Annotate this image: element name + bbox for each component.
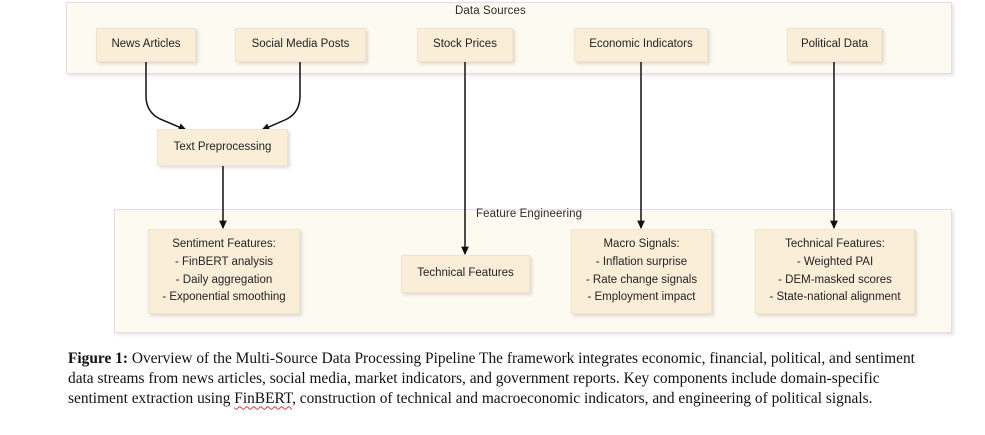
node-item: - Employment impact — [587, 291, 696, 304]
figure-caption-text-part2: , construction of technical and macroeco… — [292, 390, 873, 408]
node-sentiment-features[interactable]: Sentiment Features: - FinBERT analysis -… — [148, 229, 300, 314]
node-title: Technical Features: — [785, 237, 885, 250]
node-social-media-posts[interactable]: Social Media Posts — [235, 28, 366, 62]
node-label: Social Media Posts — [251, 38, 350, 51]
node-label: Economic Indicators — [589, 38, 693, 51]
node-label: Political Data — [800, 38, 869, 51]
node-label: Text Preprocessing — [173, 140, 272, 153]
figure-caption: Figure 1: Overview of the Multi-Source D… — [68, 349, 920, 410]
node-item: - Weighted PAI — [796, 255, 874, 268]
node-news-articles[interactable]: News Articles — [96, 28, 196, 62]
node-technical-features-right[interactable]: Technical Features: - Weighted PAI - DEM… — [755, 229, 915, 314]
panel-title-data-sources: Data Sources — [455, 5, 526, 17]
node-item: - DEM-masked scores — [778, 273, 892, 286]
node-item: - Inflation surprise — [595, 255, 688, 268]
node-label: Stock Prices — [433, 38, 497, 51]
node-economic-indicators[interactable]: Economic Indicators — [574, 28, 708, 62]
figure-caption-label: Figure 1: — [68, 350, 128, 367]
node-label: Technical Features — [417, 267, 514, 280]
figure-caption-text-part1: Overview of the Multi-Source Data Proces… — [68, 350, 915, 408]
node-label: News Articles — [111, 38, 181, 51]
node-item: - Exponential smoothing — [162, 291, 286, 304]
panel-title-feature-engineering: Feature Engineering — [476, 208, 583, 220]
node-item: - Rate change signals — [585, 273, 698, 286]
node-title: Macro Signals: — [603, 237, 680, 250]
node-stock-prices[interactable]: Stock Prices — [417, 28, 513, 62]
node-political-data[interactable]: Political Data — [787, 28, 882, 62]
node-title: Sentiment Features: — [172, 237, 276, 250]
pipeline-diagram: Data Sources Feature Engineering — [66, 2, 952, 333]
figure-caption-flagged-word: FinBERT — [234, 390, 293, 408]
node-item: - State-national alignment — [769, 291, 901, 304]
node-text-preprocessing[interactable]: Text Preprocessing — [157, 129, 288, 166]
node-item: - Daily aggregation — [175, 273, 273, 286]
node-item: - FinBERT analysis — [175, 255, 273, 268]
node-technical-features-middle[interactable]: Technical Features — [401, 255, 530, 293]
node-macro-signals[interactable]: Macro Signals: - Inflation surprise - Ra… — [571, 229, 712, 314]
